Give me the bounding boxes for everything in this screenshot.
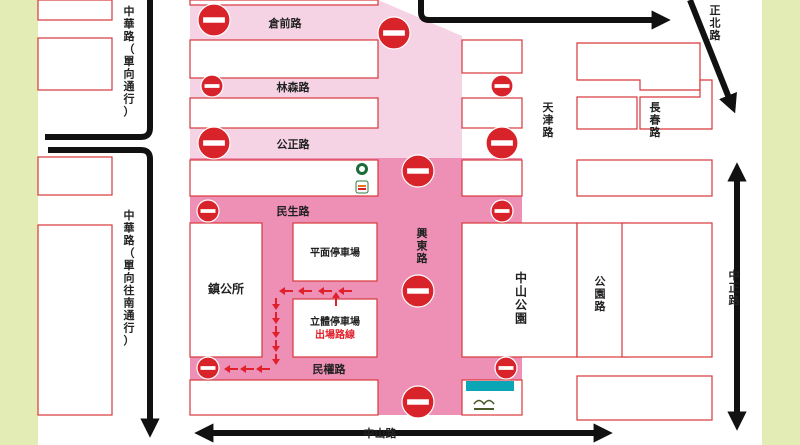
no-entry-icon <box>490 74 514 98</box>
no-entry-icon <box>485 126 519 160</box>
seven-eleven-logo <box>355 180 369 194</box>
place-labels: 鎮公所 平面停車場 立體停車場 出場路線 中山公園 <box>208 246 527 341</box>
no-entry-icon <box>196 356 220 380</box>
shop-logo <box>473 399 495 410</box>
city-blocks <box>37 0 713 421</box>
exit-arrow-left <box>298 287 312 295</box>
road-label-minquan: 民權路 <box>313 362 347 376</box>
exit-arrow-left <box>256 365 270 373</box>
road-label-cangqian: 倉前路 <box>268 16 303 30</box>
road-labels: 倉前路 林森路 公正路 民生路 民權路 中山路 興東路 天津路 長春路 公園路 … <box>123 4 741 440</box>
flat-parking-label: 平面停車場 <box>310 246 360 259</box>
road-label-xingdong: 興東路 <box>417 226 429 265</box>
watsons-logo <box>466 381 514 391</box>
multilevel-parking-label: 立體停車場 <box>310 315 360 328</box>
road-label-zhongzheng: 中正路 <box>729 268 741 307</box>
no-entry-icon <box>401 385 435 419</box>
road-label-gongyuan: 公園路 <box>595 275 607 313</box>
road-label-zhengbei: 正北路 <box>710 4 722 42</box>
exit-arrow-down <box>272 326 280 338</box>
no-entry-icon <box>494 356 518 380</box>
exit-arrow-left <box>279 287 293 295</box>
exit-arrow-left <box>338 287 352 295</box>
no-entry-icon <box>197 126 231 160</box>
no-entry-icon <box>197 3 231 37</box>
zhonghua-north-arrow <box>45 0 153 140</box>
no-entry-icon <box>200 74 224 98</box>
exit-arrow-left <box>240 365 254 373</box>
zhengbei-road-arrow <box>687 0 737 114</box>
traffic-direction-arrows <box>45 0 747 443</box>
no-entry-icon <box>490 199 514 223</box>
road-label-gongzheng: 公正路 <box>277 137 311 151</box>
road-label-zhonghua-south: 中華路（單向往南通行） <box>123 208 136 347</box>
exit-arrow-left <box>224 365 238 373</box>
no-entry-signs <box>196 3 519 419</box>
road-label-minsheng: 民生路 <box>277 204 311 218</box>
zhonghua-south-arrow <box>48 147 160 438</box>
exit-arrow-left <box>318 287 332 295</box>
exit-arrow-down <box>272 312 280 324</box>
no-entry-icon <box>401 154 435 188</box>
exit-arrow-down <box>272 340 280 352</box>
exit-route-label: 出場路線 <box>315 328 355 341</box>
exit-arrow-up <box>332 292 340 306</box>
road-label-zhonghua-north: 中華路（單向通行） <box>123 4 136 118</box>
starbucks-logo <box>356 163 368 175</box>
closed-zone-north <box>190 0 462 158</box>
no-entry-icon <box>196 199 220 223</box>
no-entry-icon <box>377 16 411 50</box>
top-east-arrow <box>418 0 671 30</box>
road-label-linsen: 林森路 <box>277 80 311 94</box>
road-label-changchun: 長春路 <box>650 101 662 139</box>
no-entry-icon <box>401 274 435 308</box>
road-label-zhongshan: 中山路 <box>364 426 398 440</box>
exit-arrow-down <box>272 298 280 310</box>
zhongshan-park-label: 中山公園 <box>515 270 527 326</box>
parking-exit-route <box>224 287 352 373</box>
town-office-label: 鎮公所 <box>208 281 244 296</box>
exit-arrow-down <box>272 354 280 365</box>
road-label-tianjin: 天津路 <box>543 101 555 139</box>
